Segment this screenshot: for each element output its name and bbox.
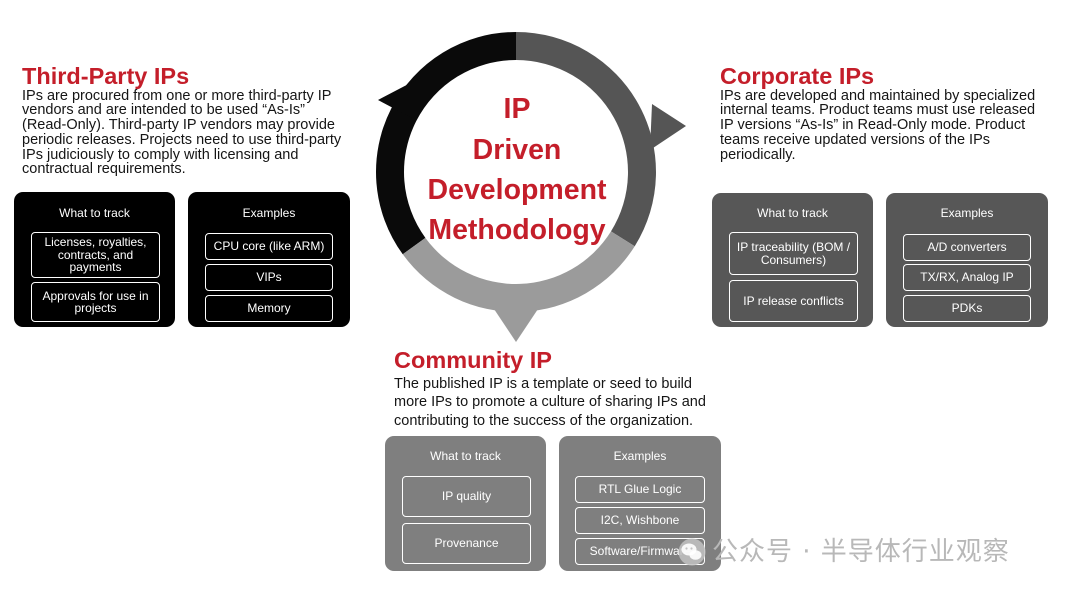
example-item-label: A/D converters — [927, 240, 1007, 255]
description-line: more IPs to promote a culture of sharing… — [394, 394, 706, 411]
track-item: Provenance — [402, 523, 531, 564]
track-item: Approvals for use in projects — [31, 282, 160, 322]
description-line: The published IP is a template or seed t… — [394, 375, 692, 392]
third-party-title: Third-Party IPs — [22, 62, 190, 89]
community-title: Community IP — [394, 347, 552, 373]
watermark-text: 公众号 · 半导体行业观察 — [712, 537, 1010, 567]
description-line: periodically. — [720, 146, 796, 163]
third-party-description: IPs are procured from one or more third-… — [22, 87, 342, 178]
center-title-line: Development — [428, 174, 607, 206]
community-track-panel: What to track IP quality Provenance — [385, 436, 546, 571]
example-item: PDKs — [903, 295, 1031, 322]
ring-segment-community — [402, 231, 635, 312]
example-item-label: TX/RX, Analog IP — [920, 270, 1014, 285]
example-item-label: I2C, Wishbone — [600, 513, 680, 528]
corporate-examples-panel: Examples A/D converters TX/RX, Analog IP… — [886, 193, 1048, 327]
description-line: IPs judiciously to comply with licensing… — [22, 146, 299, 163]
example-item-label: CPU core (like ARM) — [213, 239, 325, 254]
example-item-label: RTL Glue Logic — [598, 482, 682, 497]
description-line: internal teams. Product teams must use r… — [720, 102, 1036, 119]
example-item-label: Software/Firmware — [589, 544, 691, 559]
example-item: I2C, Wishbone — [575, 507, 705, 534]
example-item-label: PDKs — [951, 301, 983, 316]
description-line: teams receive updated versions of the IP… — [720, 131, 991, 148]
panel-heading: What to track — [757, 206, 828, 220]
ring-segment-corporate — [516, 32, 656, 247]
arrowhead-corporate — [650, 104, 686, 150]
description-line: IPs are procured from one or more third-… — [22, 87, 332, 104]
panel-heading: What to track — [430, 449, 501, 463]
track-item-label: IP release conflicts — [743, 293, 844, 308]
description-line: vendors and are intended to be used “As-… — [22, 102, 305, 119]
track-item-label: Approvals for use in projects — [42, 288, 149, 315]
track-item: IP quality — [402, 476, 531, 517]
example-item-label: VIPs — [256, 270, 282, 285]
third-party-track-panel: What to track Licenses, royalties, contr… — [14, 192, 175, 327]
description-line: (Read-Only). Third-party IP vendors may … — [22, 117, 335, 134]
arrowhead-third-party — [378, 78, 420, 118]
track-item-label: Licenses, royalties, contracts, and paym… — [44, 235, 147, 275]
example-item: CPU core (like ARM) — [205, 233, 333, 260]
track-item: Licenses, royalties, contracts, and paym… — [31, 232, 160, 278]
description-line: IPs are developed and maintained by spec… — [720, 87, 1036, 104]
center-title-line: Methodology — [428, 214, 605, 246]
example-item-label: Memory — [247, 301, 291, 316]
cycle-ring: IP Driven Development Methodology — [376, 32, 686, 342]
corporate-track-panel: What to track IP traceability (BOM / Con… — [712, 193, 873, 327]
corporate-title: Corporate IPs — [720, 62, 875, 89]
description-line: IP versions “As-Is” in Read-Only mode. P… — [720, 117, 1026, 134]
third-party-examples-panel: Examples CPU core (like ARM) VIPs Memory — [188, 192, 350, 327]
track-item: IP traceability (BOM / Consumers) — [729, 232, 858, 275]
arrowhead-community — [492, 306, 540, 342]
panel-heading: Examples — [242, 206, 296, 220]
track-item-label: IP quality — [441, 489, 492, 504]
description-line: contributing to the success of the organ… — [394, 412, 694, 429]
description-line: contractual requirements. — [22, 161, 186, 178]
community-description: The published IP is a template or seed t… — [394, 375, 706, 431]
track-item-label: Provenance — [434, 536, 499, 551]
corporate-description: IPs are developed and maintained by spec… — [720, 87, 1036, 163]
panel-heading: Examples — [940, 206, 994, 220]
example-item: Memory — [205, 295, 333, 322]
wechat-icon — [678, 538, 706, 566]
track-item: IP release conflicts — [729, 280, 858, 322]
track-item-label: IP traceability (BOM / Consumers) — [736, 240, 851, 267]
example-item: A/D converters — [903, 234, 1031, 261]
example-item: TX/RX, Analog IP — [903, 264, 1031, 291]
example-item: VIPs — [205, 264, 333, 291]
example-item: RTL Glue Logic — [575, 476, 705, 503]
panel-heading: Examples — [613, 449, 667, 463]
panel-heading: What to track — [59, 206, 130, 220]
center-title-line: Driven — [473, 134, 562, 166]
description-line: periodic releases. Projects need to use … — [22, 131, 342, 148]
center-title-line: IP — [504, 93, 531, 125]
